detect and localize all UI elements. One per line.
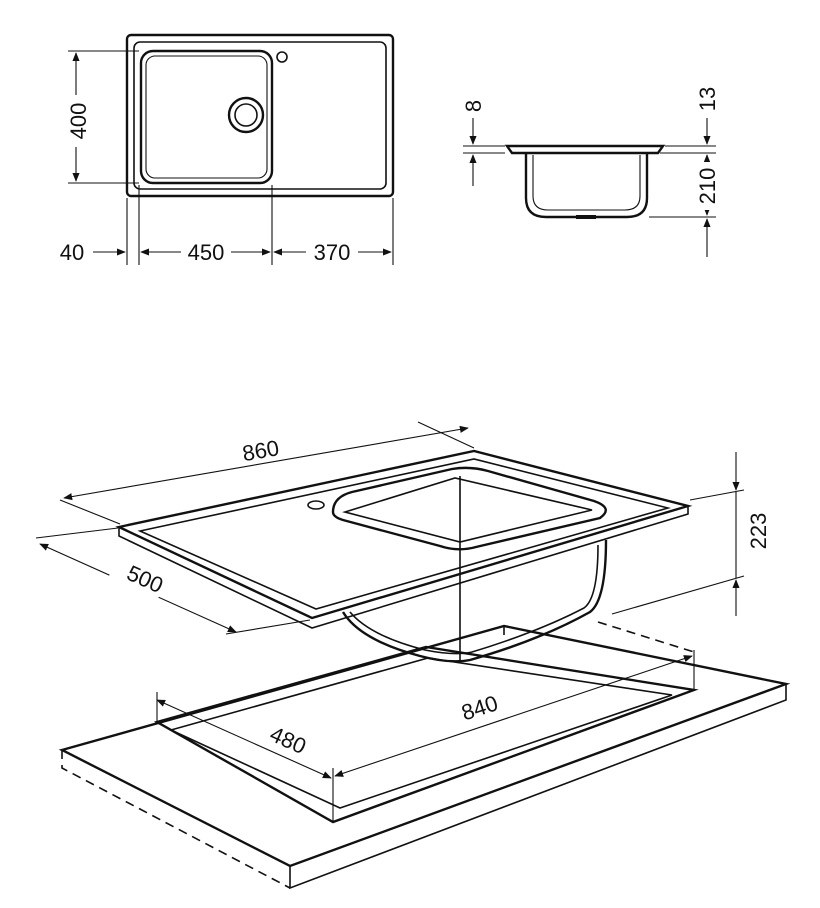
bowl-inner <box>145 55 268 179</box>
top-view: 400 40 450 370 <box>60 33 395 266</box>
height-label: 400 <box>66 103 91 140</box>
side-flange <box>504 144 666 155</box>
offset-label: 40 <box>60 240 84 265</box>
cutout-length-label: 840 <box>458 690 501 725</box>
sink-rim-inner <box>133 41 387 190</box>
countertop-cutout <box>153 645 699 824</box>
sink-outline <box>125 33 395 198</box>
length-dimension-line <box>63 425 469 501</box>
depth-label: 210 <box>695 168 720 205</box>
tap-hole <box>276 51 288 63</box>
cutout-depth-dimension-line <box>156 699 332 779</box>
tap-hole-iso <box>307 500 325 510</box>
side-bowl <box>524 153 649 219</box>
cutout-length-dimension-line <box>334 655 693 777</box>
bowl-outline <box>139 49 274 185</box>
drain-outer <box>227 96 265 134</box>
drainer-width-label: 370 <box>314 240 351 265</box>
flange-label: 13 <box>695 87 720 111</box>
isometric-view: 860 500 223 840 480 <box>35 421 791 890</box>
bowl-width-label: 450 <box>188 240 225 265</box>
sink-bowl-body <box>341 539 608 663</box>
rim-label: 8 <box>461 100 486 112</box>
sink-rim <box>115 449 693 620</box>
countertop-front-edge <box>289 684 787 890</box>
side-view: 8 13 210 <box>461 87 720 257</box>
drain-inner <box>234 103 258 127</box>
iso-height-label: 223 <box>746 513 771 550</box>
